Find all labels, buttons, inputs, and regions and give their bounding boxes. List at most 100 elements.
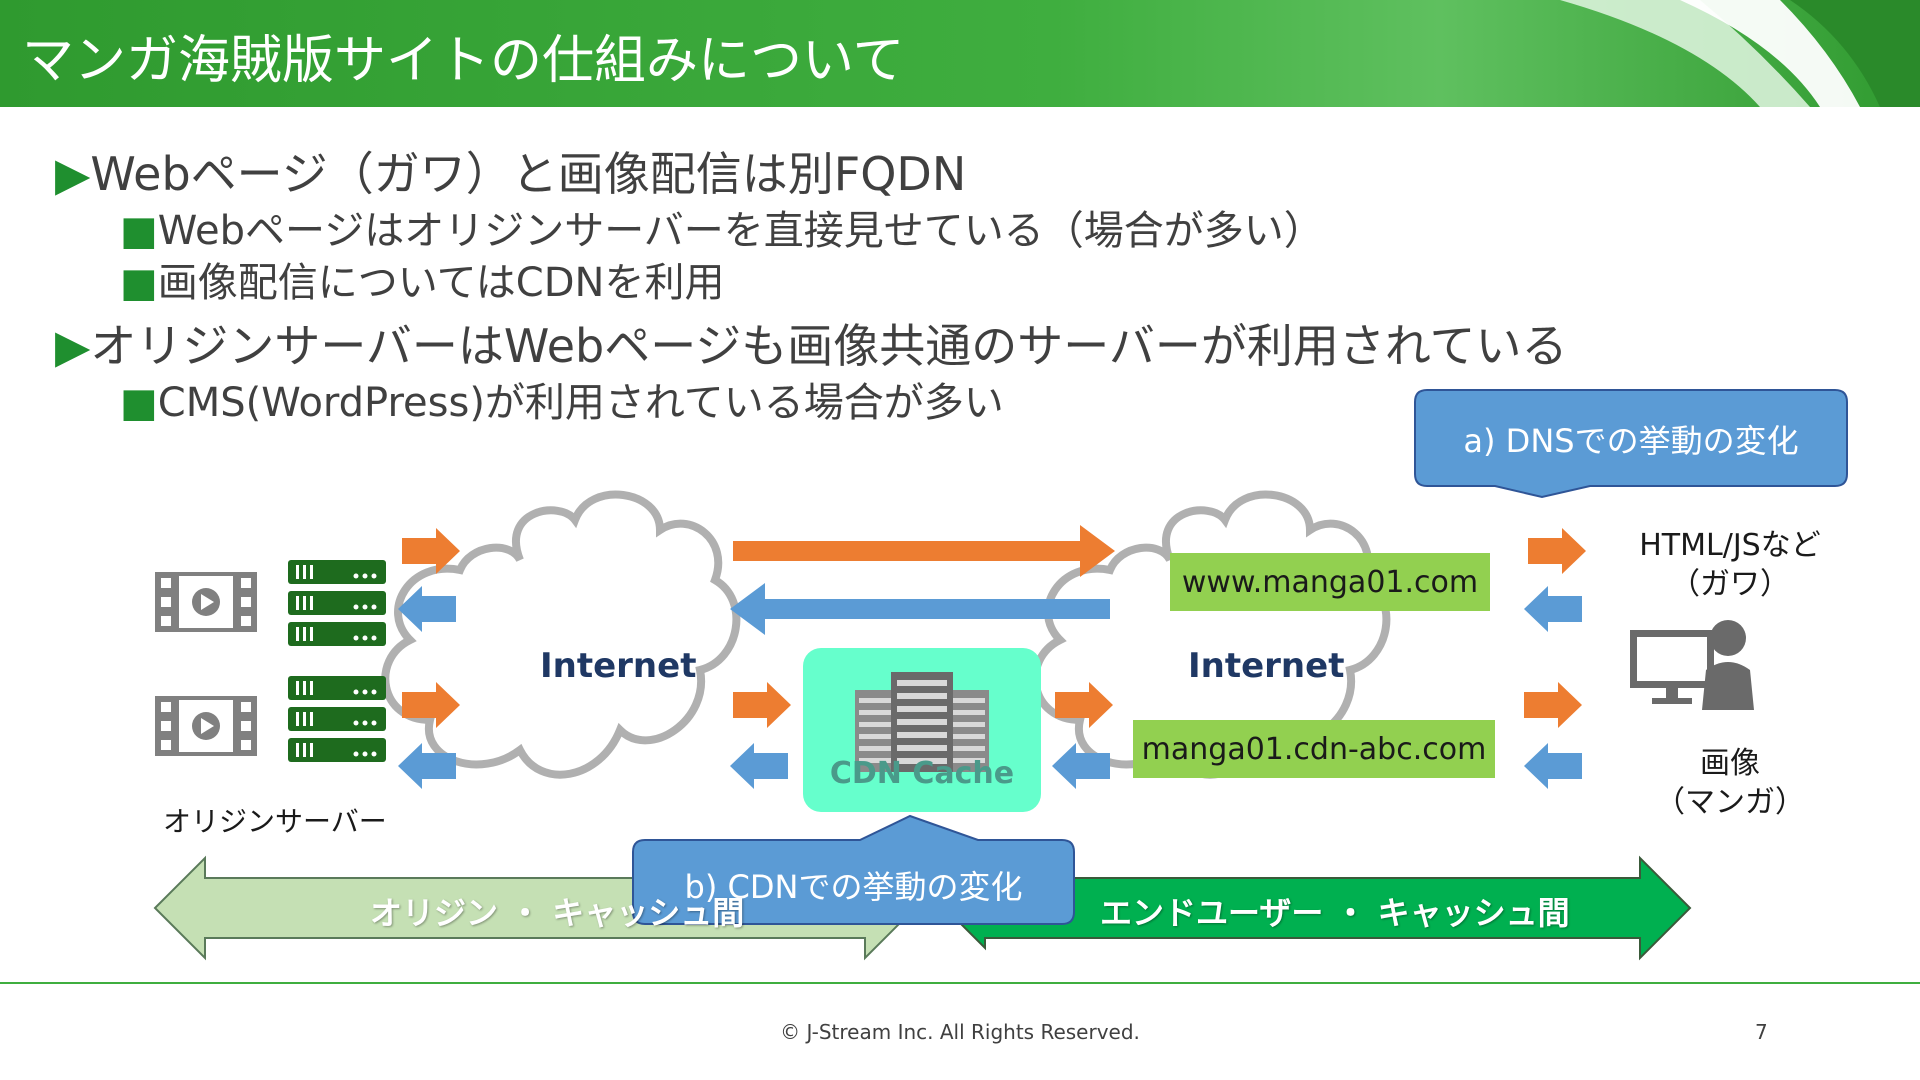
server-led xyxy=(353,604,359,610)
html-js-label-line2: （ガワ） xyxy=(1670,567,1790,602)
server-unit xyxy=(288,622,386,646)
server-led xyxy=(353,751,359,757)
server-unit xyxy=(288,560,386,584)
triangle-bullet-icon: ▶ xyxy=(55,147,91,201)
server-slot xyxy=(296,712,299,726)
internet-right-label: Internet xyxy=(1188,646,1345,686)
film-play-icon xyxy=(155,696,257,756)
server-unit xyxy=(288,707,386,731)
callout-cdn-shape xyxy=(632,814,1075,925)
bullet-1-1: ■Webページはオリジンサーバーを直接見せている（場合が多い） xyxy=(120,198,1324,256)
server-led xyxy=(371,573,377,579)
server-slot xyxy=(310,681,313,695)
user-monitor-icon xyxy=(1630,620,1754,710)
server-led xyxy=(353,635,359,641)
server-slot xyxy=(303,712,306,726)
arrow-left-icon xyxy=(1052,743,1110,789)
bullet-1-1-text: Webページはオリジンサーバーを直接見せている（場合が多い） xyxy=(157,208,1324,254)
arrow-right-icon xyxy=(1055,682,1113,728)
server-unit xyxy=(288,676,386,700)
html-js-label-line1: HTML/JSなど xyxy=(1639,528,1821,563)
arrow-right-icon xyxy=(733,682,791,728)
copyright: © J-Stream Inc. All Rights Reserved. xyxy=(780,1020,1140,1044)
callout-dns-text: a) DNSでの挙動の変化 xyxy=(1463,422,1799,460)
server-slot xyxy=(296,681,299,695)
cloud-left xyxy=(381,490,741,779)
film-play-icon xyxy=(155,572,257,632)
callout-dns-shape xyxy=(1414,389,1848,499)
bullet-2: ▶オリジンサーバーはWebページも画像共通のサーバーが利用されている xyxy=(55,310,1567,376)
page-number: 7 xyxy=(1755,1020,1768,1044)
server-slot xyxy=(310,743,313,757)
arrow-left-icon xyxy=(398,743,456,789)
server-led xyxy=(353,573,359,579)
server-slot xyxy=(303,596,306,610)
title-swoosh xyxy=(1560,0,1920,107)
server-led xyxy=(371,689,377,695)
server-slot xyxy=(310,565,313,579)
bullet-1-2: ■画像配信についてはCDNを利用 xyxy=(120,250,724,308)
server-led xyxy=(362,573,368,579)
server-rack-icon xyxy=(288,560,386,762)
server-slot xyxy=(310,596,313,610)
internet-left-label: Internet xyxy=(540,646,697,686)
bullet-1-text: Webページ（ガワ）と画像配信は別FQDN xyxy=(90,147,967,201)
server-led xyxy=(362,635,368,641)
image-label-line2: （マンガ） xyxy=(1655,785,1805,820)
bullet-1: ▶Webページ（ガワ）と画像配信は別FQDN xyxy=(55,138,966,204)
server-led xyxy=(353,720,359,726)
server-led xyxy=(362,689,368,695)
page-title: マンガ海賊版サイトの仕組みについて xyxy=(22,31,905,91)
server-slot xyxy=(303,681,306,695)
arrow-right-icon xyxy=(1528,528,1586,574)
fqdn-cdn-label: manga01.cdn-abc.com xyxy=(1133,720,1495,778)
server-slot xyxy=(310,627,313,641)
callout-cdn-text: b) CDNでの挙動の変化 xyxy=(684,868,1023,906)
server-led xyxy=(371,751,377,757)
cdn-cache-label: CDN Cache xyxy=(829,756,1015,791)
server-slot xyxy=(296,627,299,641)
server-slot xyxy=(303,743,306,757)
arrow-right-icon xyxy=(402,682,460,728)
server-led xyxy=(362,604,368,610)
server-led xyxy=(362,751,368,757)
arrow-long-blue xyxy=(730,583,1110,635)
arrow-left-icon xyxy=(1524,743,1582,789)
server-slot xyxy=(303,627,306,641)
bullet-2-text: オリジンサーバーはWebページも画像共通のサーバーが利用されている xyxy=(90,319,1568,373)
arrow-left-icon xyxy=(398,586,456,632)
arrow-left-icon xyxy=(1524,586,1582,632)
band-origin-cache-text: オリジン ・ キャッシュ間 xyxy=(370,894,745,932)
arrow-right-icon xyxy=(1524,682,1582,728)
server-unit xyxy=(288,738,386,762)
footer-divider xyxy=(0,982,1920,984)
datacenter-icon xyxy=(855,672,989,772)
square-bullet-icon: ■ xyxy=(120,380,158,426)
fqdn-www-label: www.manga01.com xyxy=(1170,553,1490,611)
bullet-1-2-text: 画像配信についてはCDNを利用 xyxy=(157,260,725,306)
bullet-2-1: ■CMS(WordPress)が利用されている場合が多い xyxy=(120,370,1004,428)
image-label-line1: 画像 xyxy=(1700,746,1760,781)
server-slot xyxy=(296,596,299,610)
server-led xyxy=(371,635,377,641)
server-unit xyxy=(288,591,386,615)
origin-server-label: オリジンサーバー xyxy=(163,805,387,838)
server-slot xyxy=(303,565,306,579)
title-bar xyxy=(0,0,1920,107)
server-led xyxy=(371,604,377,610)
server-led xyxy=(362,720,368,726)
server-slot xyxy=(296,565,299,579)
square-bullet-icon: ■ xyxy=(120,208,158,254)
short-arrows xyxy=(398,528,1586,789)
arrow-long-orange xyxy=(733,525,1115,577)
bullet-2-1-text: CMS(WordPress)が利用されている場合が多い xyxy=(157,380,1004,426)
band-enduser-cache-text: エンドユーザー ・ キャッシュ間 xyxy=(1100,894,1570,932)
server-slot xyxy=(310,712,313,726)
server-slot xyxy=(296,743,299,757)
server-led xyxy=(371,720,377,726)
image-label: 画像 （マンガ） xyxy=(1620,744,1840,822)
triangle-bullet-icon: ▶ xyxy=(55,319,91,373)
square-bullet-icon: ■ xyxy=(120,260,158,306)
